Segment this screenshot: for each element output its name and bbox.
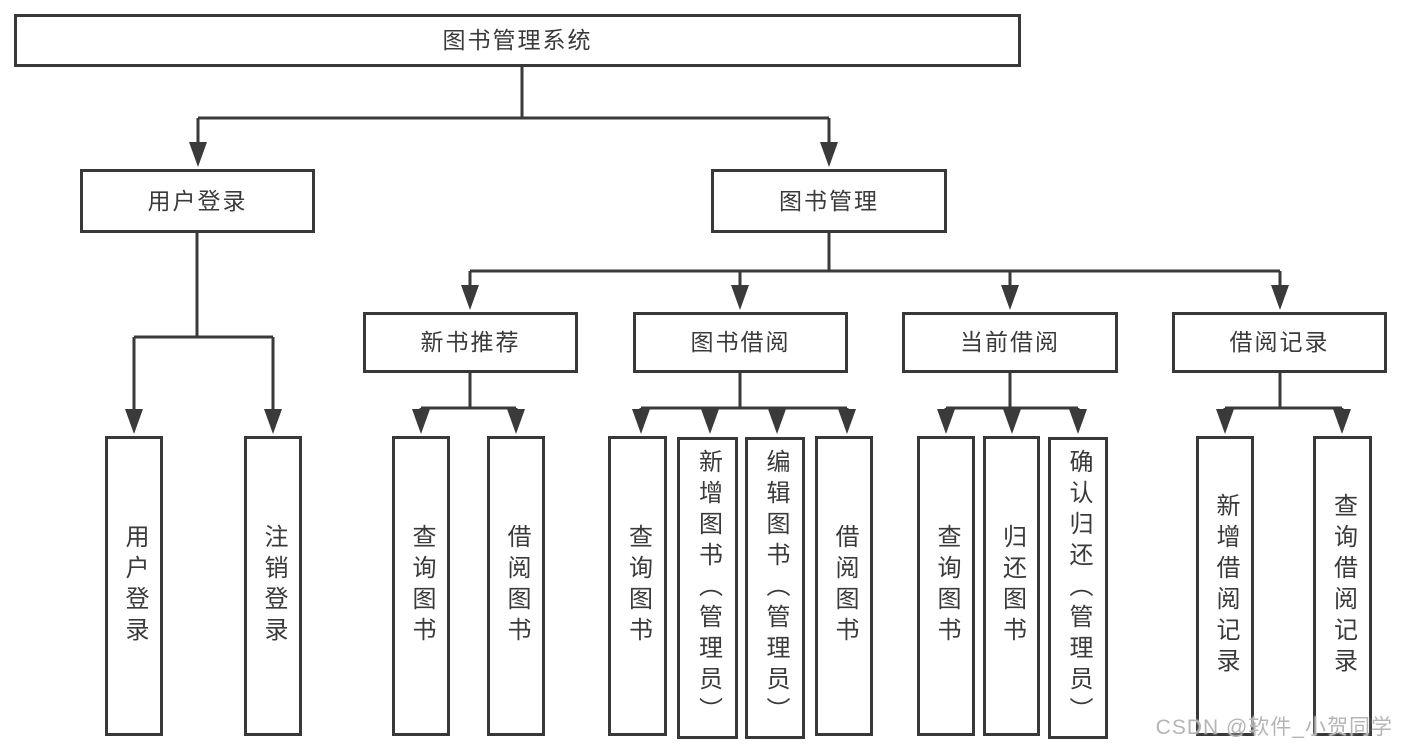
leaf-query-books-borrow: 查询图书 xyxy=(608,436,667,736)
node-user-login: 用户登录 xyxy=(80,169,315,233)
leaf-query-borrow-record: 查询借阅记录 xyxy=(1313,436,1372,736)
node-current-borrowing: 当前借阅 xyxy=(902,312,1118,373)
leaf-return-book: 归还图书 xyxy=(983,436,1040,736)
node-new-book-recommendation: 新书推荐 xyxy=(363,312,578,373)
leaf-borrow-books-borrow: 借阅图书 xyxy=(815,436,873,736)
leaf-query-books-current: 查询图书 xyxy=(917,436,975,736)
node-library-management-system: 图书管理系统 xyxy=(14,14,1021,67)
leaf-user-login: 用户登录 xyxy=(105,436,163,736)
leaf-confirm-return-admin: 确认归还（管理员） xyxy=(1048,437,1108,739)
node-borrowing-records: 借阅记录 xyxy=(1172,312,1387,373)
leaf-logout: 注销登录 xyxy=(244,436,302,736)
node-book-borrowing: 图书借阅 xyxy=(633,312,848,373)
leaf-add-book-admin: 新增图书（管理员） xyxy=(677,437,738,739)
watermark: CSDN @软件_小贺同学 xyxy=(1155,716,1393,739)
node-book-management: 图书管理 xyxy=(711,169,947,233)
leaf-borrow-books-recommend: 借阅图书 xyxy=(487,436,545,736)
leaf-add-borrow-record: 新增借阅记录 xyxy=(1196,436,1254,736)
leaf-query-books-recommend: 查询图书 xyxy=(392,436,450,736)
leaf-edit-book-admin: 编辑图书（管理员） xyxy=(745,437,805,739)
